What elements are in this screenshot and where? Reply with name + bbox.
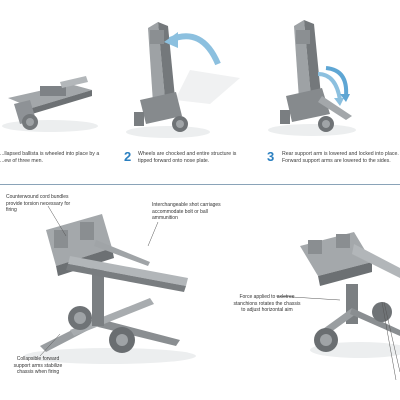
cord-bundles-callout: Counterwound cord bundles provide torsio… [6, 194, 71, 214]
axletree-callout: Force applied to axletree stanchions rot… [233, 294, 301, 314]
support-arms-callout: Collapsible forward support arms stabili… [13, 356, 63, 376]
step-3-caption: Rear support arm is lowered and locked i… [282, 151, 399, 164]
section-divider [0, 184, 400, 185]
step-2-caption: Wheels are chocked and entire structure … [138, 151, 237, 164]
double-curved-arrow-icon [317, 66, 350, 106]
shot-carriages-callout: Interchangeable shot carriages accommoda… [152, 202, 221, 222]
tipped-ballista-figure [126, 22, 240, 138]
step-3-number: 3 [267, 149, 275, 164]
leader-lines [39, 205, 400, 381]
step-2-number: 2 [124, 149, 132, 164]
collapsed-ballista-figure [2, 76, 98, 132]
ballista-detail-figure [24, 214, 196, 364]
ballista-aim-figure [300, 232, 400, 358]
deployed-ballista-figure [268, 20, 356, 136]
step-1-caption: ...llapsed ballista is wheeled into plac… [0, 151, 100, 164]
